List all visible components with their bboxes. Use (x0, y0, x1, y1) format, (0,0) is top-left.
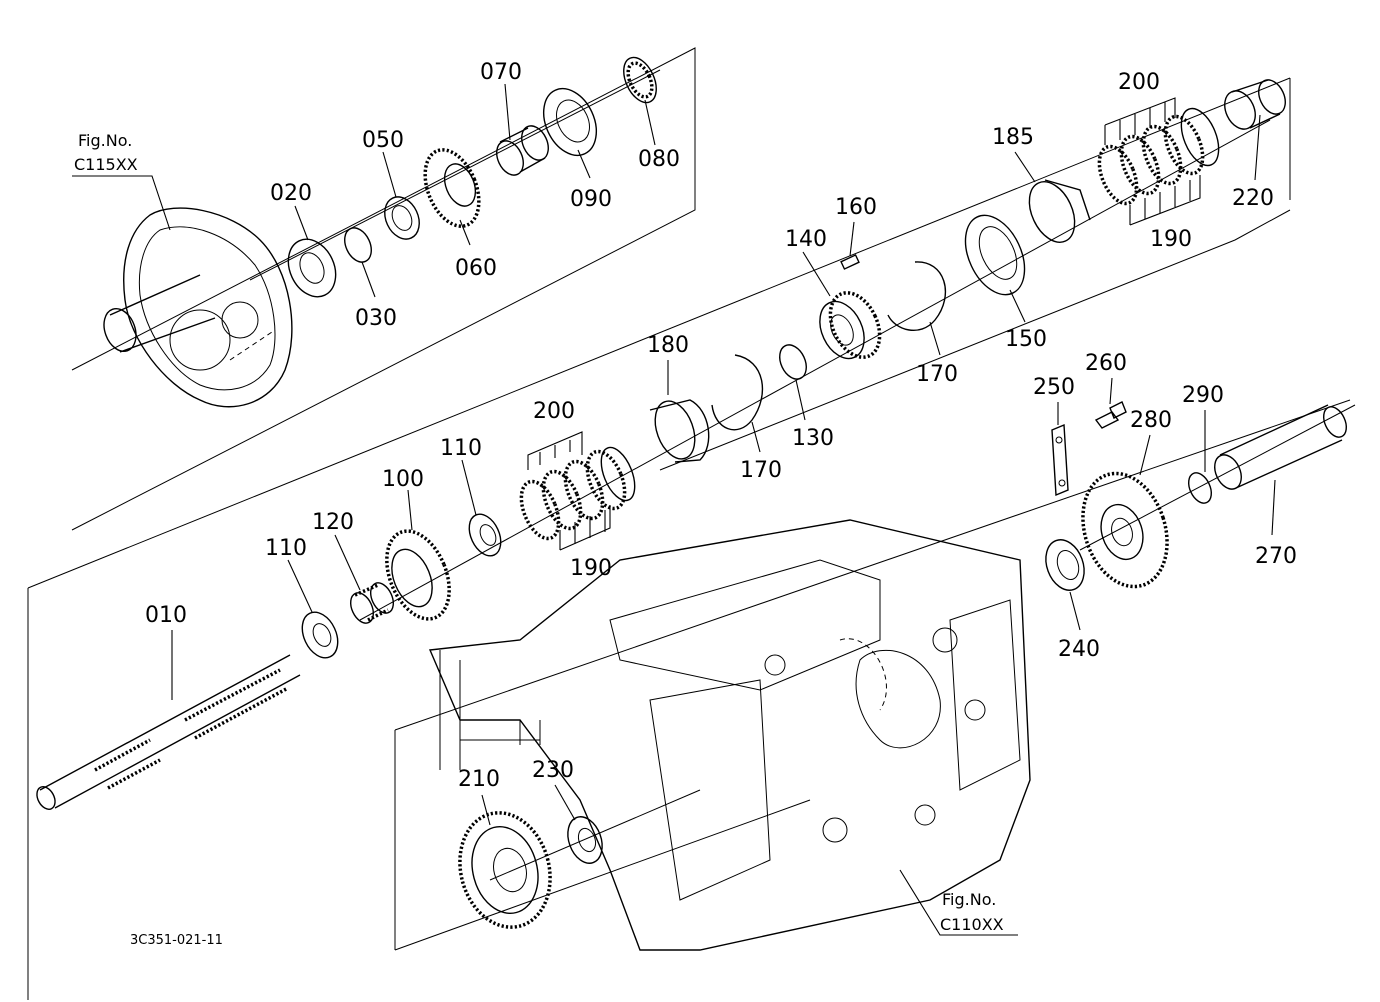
snap-ring-170-upper (887, 261, 946, 331)
gear-100 (385, 529, 451, 621)
bearing-120 (349, 582, 395, 624)
part-labels: 010 020 030 050 060 070 080 090 100 110 … (145, 60, 1297, 792)
gear-210 (458, 811, 552, 929)
part-label-060: 060 (455, 256, 497, 281)
part-label-150: 150 (1005, 327, 1047, 352)
ring-080 (623, 56, 657, 104)
part-label-210: 210 (458, 767, 500, 792)
bearing-020 (287, 238, 337, 298)
part-label-010: 010 (145, 603, 187, 628)
washer-230 (567, 816, 603, 864)
part-label-110: 110 (265, 536, 307, 561)
housing-cover (103, 207, 293, 408)
part-label-290: 290 (1182, 383, 1224, 408)
fig-ref-code: C115XX (74, 155, 138, 174)
key-160 (840, 254, 860, 270)
circlip-030 (344, 227, 372, 263)
plate-250 (1051, 423, 1069, 497)
shaft-010 (36, 654, 301, 810)
part-label-140: 140 (785, 227, 827, 252)
part-label-050: 050 (362, 128, 404, 153)
clutch-pack-lower (519, 446, 636, 541)
part-label-240: 240 (1058, 637, 1100, 662)
circlip-290 (1187, 472, 1213, 504)
bolt-260 (1094, 401, 1127, 429)
part-label-190: 190 (570, 556, 612, 581)
drawing-code: 3C351-021-11 (130, 933, 223, 948)
part-label-160: 160 (835, 195, 877, 220)
gear-060 (423, 148, 481, 228)
hub-090 (542, 87, 598, 157)
part-label-080: 080 (638, 147, 680, 172)
transmission-case (428, 519, 1031, 951)
fig-ref-prefix: Fig.No. (942, 890, 996, 909)
part-label-280: 280 (1130, 408, 1172, 433)
part-label-270: 270 (1255, 544, 1297, 569)
part-label-090: 090 (570, 187, 612, 212)
washer-110-lower (301, 611, 339, 659)
part-label-180: 180 (647, 333, 689, 358)
washer-050 (384, 196, 420, 240)
part-label-020: 020 (270, 181, 312, 206)
part-label-070: 070 (480, 60, 522, 85)
snap-ring-170-lower (711, 354, 764, 431)
part-label-100: 100 (382, 467, 424, 492)
fig-ref-prefix: Fig.No. (78, 131, 132, 150)
part-label-200: 200 (1118, 70, 1160, 95)
hub-150 (964, 214, 1026, 296)
part-label-250: 250 (1033, 375, 1075, 400)
clutch-pack-upper (1097, 107, 1220, 206)
part-label-260: 260 (1085, 351, 1127, 376)
part-label-170: 170 (740, 458, 782, 483)
part-label-230: 230 (532, 758, 574, 783)
fig-ref-code: C110XX (940, 915, 1004, 934)
part-label-200: 200 (533, 399, 575, 424)
washer-110-upper (468, 513, 502, 557)
seal-240 (1045, 539, 1085, 591)
piston-185 (1028, 179, 1091, 243)
part-label-190: 190 (1150, 227, 1192, 252)
part-label-030: 030 (355, 306, 397, 331)
circlip-130 (779, 344, 807, 380)
part-label-185: 185 (992, 125, 1034, 150)
gear-140 (819, 291, 882, 360)
part-label-220: 220 (1232, 186, 1274, 211)
piston-180 (649, 399, 710, 463)
fig-ref-c110xx: Fig.No. C110XX (940, 890, 1004, 934)
fig-ref-c115xx: Fig.No. C115XX (74, 131, 138, 174)
section-frames (27, 47, 1351, 1000)
part-label-170: 170 (916, 362, 958, 387)
gear-280 (1081, 471, 1169, 589)
part-label-110: 110 (440, 436, 482, 461)
part-label-120: 120 (312, 510, 354, 535)
bushing-070 (496, 125, 549, 176)
bushing-220 (1224, 79, 1286, 130)
part-label-130: 130 (792, 426, 834, 451)
tube-270 (1214, 404, 1348, 490)
leader-lines (72, 83, 1276, 936)
